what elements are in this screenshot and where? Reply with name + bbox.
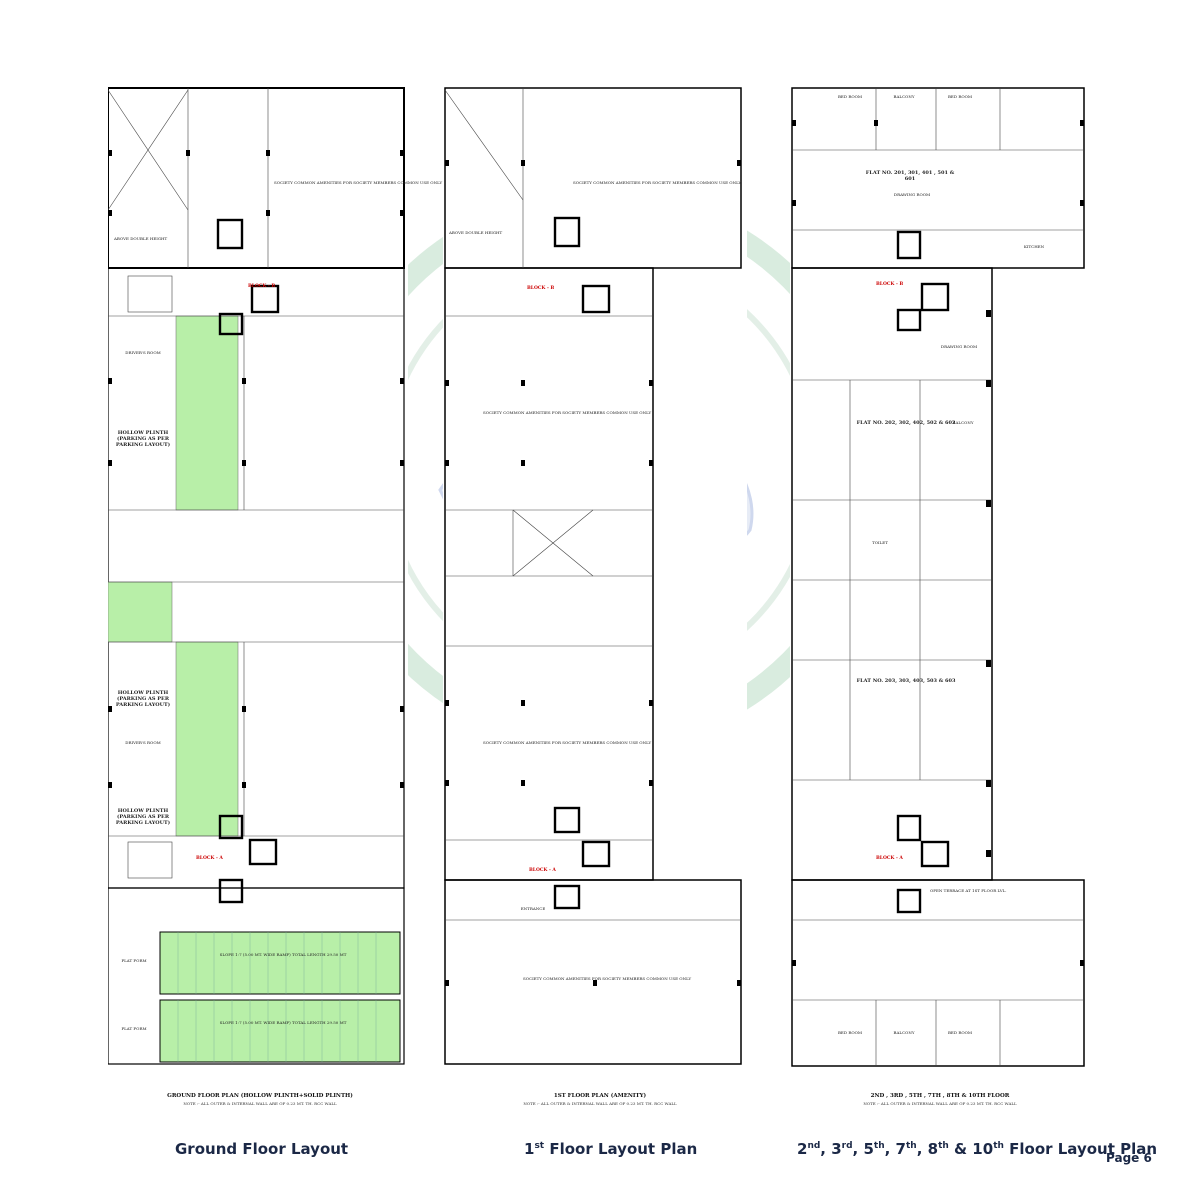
flat-upper-label: FLAT NO. 201, 301, 401 , 501 & 601 xyxy=(865,170,955,182)
first-floor-suffix-sup: st xyxy=(534,1141,545,1151)
ground-plan-caption: GROUND FLOOR PLAN (HOLLOW PLINTH+SOLID P… xyxy=(167,1093,353,1099)
first-plan-caption: 1ST FLOOR PLAN (AMENITY) xyxy=(553,1093,647,1099)
floor-10: & 10 xyxy=(948,1140,994,1158)
first-society-amenity-label: SOCIETY COMMON AMENITIES FOR SOCIETY MEM… xyxy=(573,180,742,185)
typical-floor-drawing xyxy=(791,87,1085,1067)
first-society-amenity-label-3: SOCIETY COMMON AMENITIES FOR SOCIETY MEM… xyxy=(483,740,652,745)
typical-balcony-label-1: BALCONY xyxy=(893,94,915,99)
flat-lower-label: FLAT NO. 203, 303, 403, 503 & 603 xyxy=(856,678,956,684)
ground-floor-layout-title: Ground Floor Layout xyxy=(175,1140,349,1158)
block-a-label: BLOCK - A xyxy=(196,856,223,861)
first-block-a-label: BLOCK - A xyxy=(529,868,556,873)
typical-floor-plan: BED ROOM BALCONY BED ROOM FLAT NO. 201, … xyxy=(790,80,1090,1080)
drivers-room-label-1: DRIVER'S ROOM xyxy=(125,350,161,355)
typical-toilet-label: TOILET xyxy=(872,540,888,545)
ramp-label-2: SLOPE 1:7 (5.00 MT. WIDE RAMP) TOTAL LEN… xyxy=(219,1020,347,1025)
first-floor-layout-title: 1st Floor Layout Plan xyxy=(524,1140,697,1158)
typical-block-b-label: BLOCK - B xyxy=(876,282,904,287)
ground-plan-note: NOTE :- ALL OUTER & INTERNAL WALL ARE OF… xyxy=(183,1101,337,1106)
first-floor-number: 1 xyxy=(524,1140,535,1158)
typical-bed-room-label-2: BED ROOM xyxy=(947,94,972,99)
floor-10-sup: th xyxy=(993,1141,1004,1151)
plat-form-label-2: PLAT FORM xyxy=(121,1026,147,1031)
typical-balcony-label-2: BALCONY xyxy=(952,420,974,425)
typical-kitchen-label-1: KITCHEN xyxy=(1023,244,1045,249)
typical-floor-title-text: Floor Layout Plan xyxy=(1003,1140,1158,1158)
ground-floor-drawing xyxy=(108,87,405,1065)
floor-2-sup: nd xyxy=(807,1141,821,1151)
floor-3: , 3 xyxy=(820,1140,842,1158)
typical-plan-note: NOTE :- ALL OUTER & INTERNAL WALL ARE OF… xyxy=(863,1101,1017,1106)
floor-5-sup: th xyxy=(873,1141,885,1151)
floor-8: , 8 xyxy=(916,1140,939,1158)
block-b-label: BLOCK - B xyxy=(248,284,276,289)
typical-floor-layout-title: 2nd, 3rd, 5th, 7th, 8th & 10th Floor Lay… xyxy=(797,1140,1157,1158)
first-plan-note: NOTE :- ALL OUTER & INTERNAL WALL ARE OF… xyxy=(523,1101,677,1106)
first-society-amenity-label-4: SOCIETY COMMON AMENITIES FOR SOCIETY MEM… xyxy=(523,976,692,981)
page-number: Page 6 xyxy=(1106,1151,1152,1165)
typical-balcony-label-3: BALCONY xyxy=(893,1030,915,1035)
floor-2: 2 xyxy=(797,1140,808,1158)
first-entrance-label: ENTRANCE xyxy=(520,906,546,911)
floor-5: , 5 xyxy=(852,1140,874,1158)
typical-drawing-room-label-2: DRAWING ROOM xyxy=(940,344,978,349)
typical-bed-room-label-1: BED ROOM xyxy=(837,94,862,99)
above-double-height-label: ABOVE DOUBLE HEIGHT xyxy=(114,236,168,241)
first-floor-title-text: Floor Layout Plan xyxy=(544,1140,698,1158)
plat-form-label-1: PLAT FORM xyxy=(121,958,147,963)
floor-3-sup: rd xyxy=(841,1141,853,1151)
ramp-label-1: SLOPE 1:7 (5.00 MT. WIDE RAMP) TOTAL LEN… xyxy=(219,952,347,957)
first-block-b-label: BLOCK - B xyxy=(527,286,555,291)
ground-floor-plan: ABOVE DOUBLE HEIGHT SOCIETY COMMON AMENI… xyxy=(108,80,443,1080)
first-floor-drawing xyxy=(444,87,742,1065)
society-amenity-label: SOCIETY COMMON AMENITIES FOR SOCIETY MEM… xyxy=(274,180,443,185)
floor-7: , 7 xyxy=(884,1140,906,1158)
first-above-double-height-label: ABOVE DOUBLE HEIGHT xyxy=(449,230,503,235)
flat-middle-label: FLAT NO. 202, 302, 402, 502 & 602 xyxy=(856,420,956,426)
typical-plan-caption: 2ND , 3RD , 5TH , 7TH , 8TH & 10TH FLOOR xyxy=(870,1093,1010,1099)
typical-bed-room-label-3: BED ROOM xyxy=(837,1030,862,1035)
typical-bed-room-label-4: BED ROOM xyxy=(947,1030,972,1035)
floor-8-sup: th xyxy=(938,1141,949,1151)
hollow-plinth-label-2: HOLLOW PLINTH (PARKING AS PER PARKING LA… xyxy=(115,690,171,708)
first-floor-plan: ABOVE DOUBLE HEIGHT SOCIETY COMMON AMENI… xyxy=(443,80,747,1080)
hollow-plinth-label-1: HOLLOW PLINTH (PARKING AS PER PARKING LA… xyxy=(115,430,171,448)
first-society-amenity-label-2: SOCIETY COMMON AMENITIES FOR SOCIETY MEM… xyxy=(483,410,652,415)
floor-7-sup: th xyxy=(905,1141,917,1151)
open-terrace-label: OPEN TERRACE AT 1ST FLOOR LVL. xyxy=(930,888,1007,893)
drivers-room-label-2: DRIVER'S ROOM xyxy=(125,740,161,745)
typical-drawing-room-label-1: DRAWING ROOM xyxy=(893,192,931,197)
typical-block-a-label: BLOCK - A xyxy=(876,856,903,861)
hollow-plinth-label-3: HOLLOW PLINTH (PARKING AS PER PARKING LA… xyxy=(115,808,171,826)
